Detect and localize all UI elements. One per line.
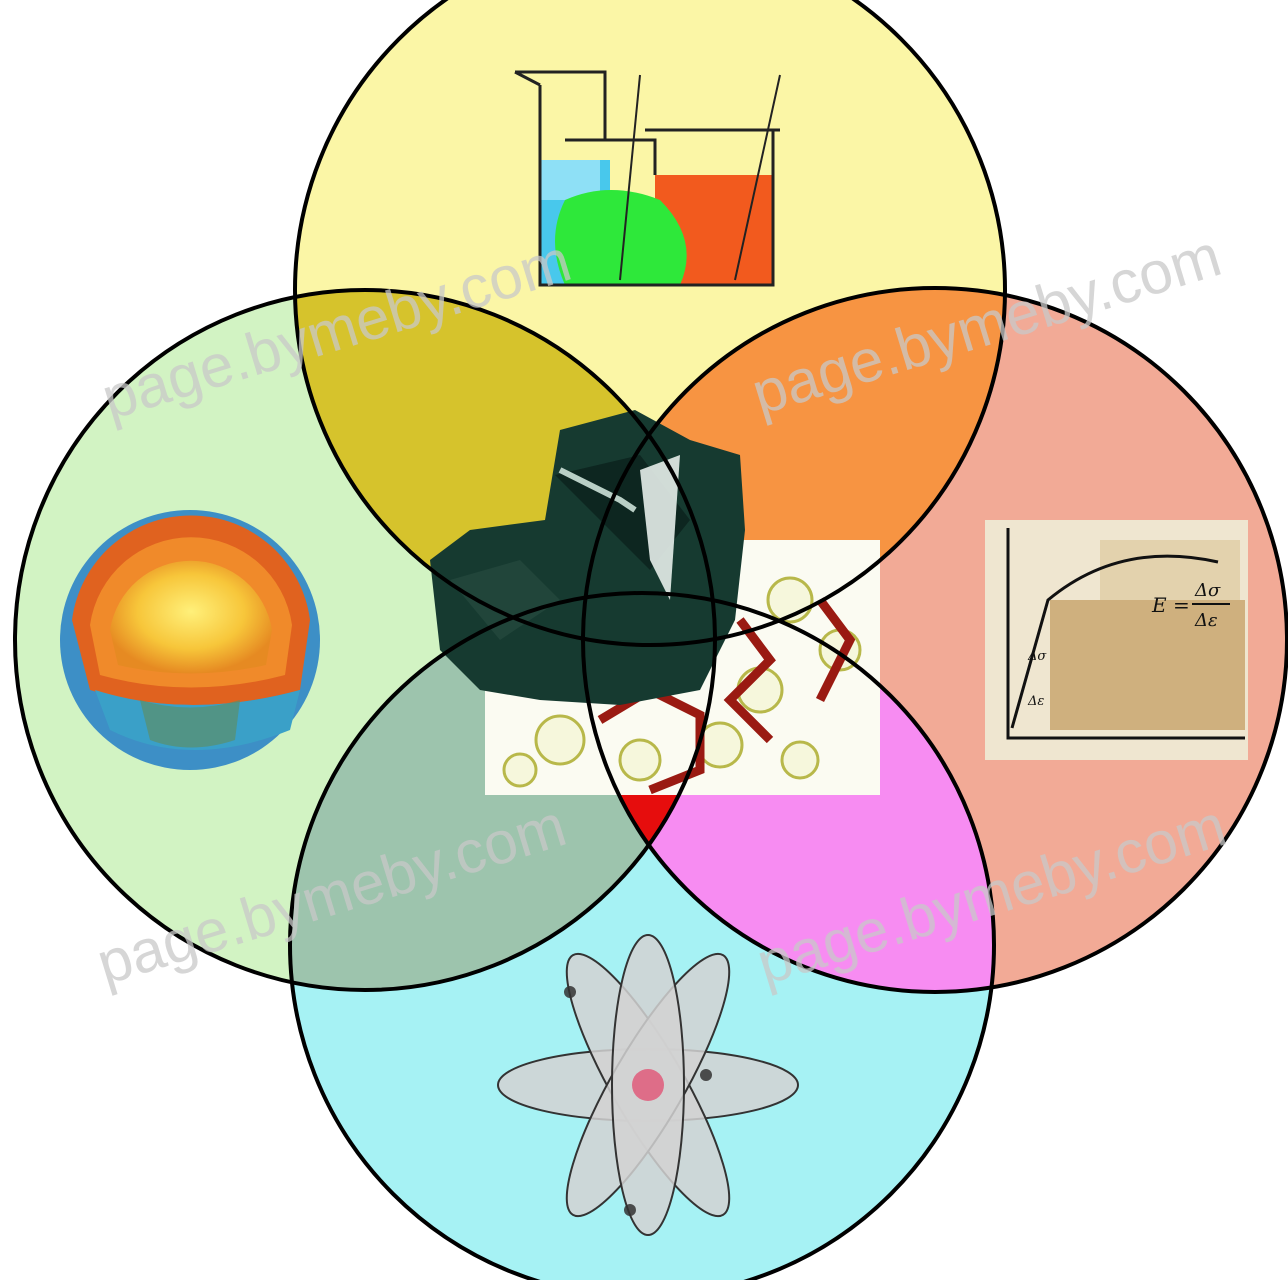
graph-small-label-2: Δε (1027, 694, 1044, 709)
graph-formula-lhs: E = (1151, 593, 1190, 617)
graph-small-label: Δσ (1027, 649, 1047, 664)
stress-strain-graph-icon: E = Δσ Δε Δσ Δε (985, 520, 1248, 760)
graph-formula-den: Δε (1194, 610, 1218, 631)
earth-layers-icon (60, 510, 320, 770)
graph-formula-num: Δσ (1194, 580, 1221, 601)
